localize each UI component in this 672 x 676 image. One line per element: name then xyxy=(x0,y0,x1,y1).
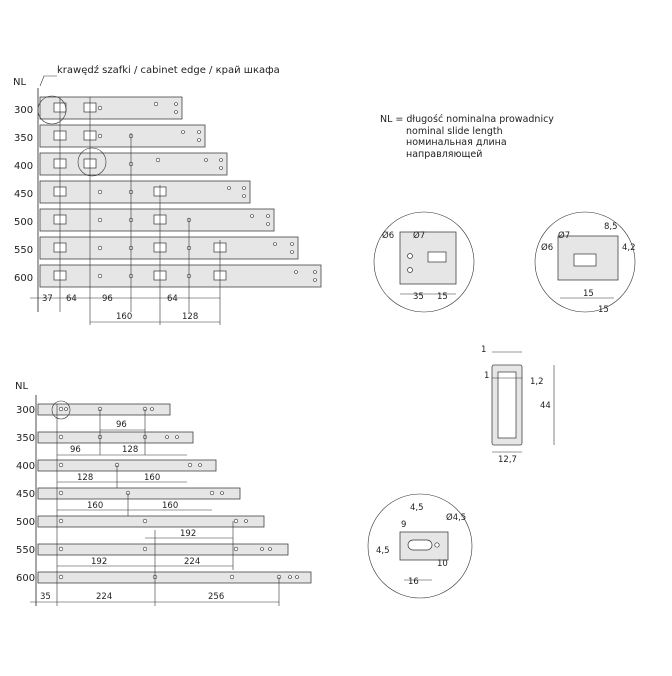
profile-top: 1 xyxy=(481,345,486,355)
profile-side: 1 xyxy=(484,371,489,381)
detail-c-d: 4,5 xyxy=(376,546,390,556)
top-dim-row1: 37 64 96 64 xyxy=(30,294,220,304)
edge-leader xyxy=(39,75,57,87)
detail-b-w1: 15 xyxy=(583,289,594,299)
detail-c-a: 4,5 xyxy=(410,503,424,513)
top-rail-400 xyxy=(39,152,228,176)
detail-a-w1: 35 xyxy=(413,292,424,302)
detail-a: Ø6 Ø7 35 15 xyxy=(373,211,475,313)
top-highlight-circle-400 xyxy=(77,147,107,177)
detail-c-b: Ø4,5 xyxy=(446,512,466,523)
top-extension-lines xyxy=(59,97,221,325)
dim-37: 37 xyxy=(42,294,53,304)
bottom-dim-450-b: 160 xyxy=(162,501,178,511)
detail-b-d1: Ø7 xyxy=(558,230,570,241)
bottom-dim-300: 96 xyxy=(116,420,127,430)
detail-b-w2: 15 xyxy=(598,305,609,315)
bottom-row-500: 500 xyxy=(16,517,35,528)
bottom-extension-lines xyxy=(56,404,280,606)
bottom-dim-600-b: 224 xyxy=(96,592,112,602)
top-slide-diagram: krawędź szafki / cabinet edge / край шка… xyxy=(13,64,322,325)
dim-96: 96 xyxy=(102,294,113,304)
cabinet-edge-label: krawędź szafki / cabinet edge / край шка… xyxy=(57,64,280,76)
profile-small: 1,2 xyxy=(530,377,544,387)
bottom-dim-lines xyxy=(30,429,279,603)
top-row-450: 450 xyxy=(14,189,33,200)
top-row-300: 300 xyxy=(14,105,33,116)
bottom-nl-label: NL xyxy=(15,381,28,392)
detail-b-d2: Ø6 xyxy=(541,242,553,253)
detail-a-d1: Ø6 xyxy=(382,230,394,241)
bottom-slide-diagram: NL 300 350 400 450 500 550 600 xyxy=(15,381,312,606)
bottom-highlight-circle xyxy=(51,400,71,420)
top-small-holes xyxy=(97,101,317,282)
detail-a-d2: Ø7 xyxy=(413,230,425,241)
dim-160: 160 xyxy=(116,312,132,322)
detail-b-v: 4,2 xyxy=(622,243,636,253)
detail-b-h: 8,5 xyxy=(604,222,618,232)
top-row-600: 600 xyxy=(14,273,33,284)
dim-64-a: 64 xyxy=(66,294,77,304)
detail-b: Ø7 Ø6 8,5 4,2 15 15 xyxy=(534,211,636,315)
bottom-dim-550-a: 192 xyxy=(91,557,107,567)
top-rail-350 xyxy=(39,124,206,148)
bottom-rail-600 xyxy=(37,571,312,584)
detail-c-e: 10 xyxy=(437,559,448,569)
top-nl-label: NL xyxy=(13,77,26,88)
bottom-row-600: 600 xyxy=(16,573,35,584)
bottom-row-350: 350 xyxy=(16,433,35,444)
bottom-dim-450-a: 160 xyxy=(87,501,103,511)
bottom-dim-350-b: 128 xyxy=(122,445,138,455)
bottom-rail-450 xyxy=(37,487,241,500)
legend-line-1: NL = długość nominalna prowadnicy xyxy=(380,114,554,125)
top-highlight-circle-300 xyxy=(37,95,67,125)
bottom-dim-350-a: 96 xyxy=(70,445,81,455)
bottom-row-300: 300 xyxy=(16,405,35,416)
legend-line-4: направляющей xyxy=(406,148,483,160)
bottom-rail-550 xyxy=(37,543,289,556)
bottom-row-450: 450 xyxy=(16,489,35,500)
detail-c-c: 9 xyxy=(401,520,406,530)
bottom-holes xyxy=(58,406,299,580)
top-rail-300 xyxy=(39,96,183,120)
legend-line-3: номинальная длина xyxy=(406,137,507,148)
nl-legend: NL = długość nominalna prowadnicy nomina… xyxy=(380,114,554,160)
top-rail-600 xyxy=(39,264,322,288)
bottom-row-550: 550 xyxy=(16,545,35,556)
bottom-dim-600-c: 256 xyxy=(208,592,224,602)
detail-a-w2: 15 xyxy=(437,292,448,302)
top-row-350: 350 xyxy=(14,133,33,144)
top-dim-row2: 160 128 xyxy=(90,312,220,323)
top-rail-550 xyxy=(39,236,299,260)
bottom-rail-350 xyxy=(37,431,194,444)
bottom-rail-500 xyxy=(37,515,265,528)
profile-height: 44 xyxy=(540,401,551,411)
legend-line-2: nominal slide length xyxy=(406,125,503,137)
bottom-rail-400 xyxy=(37,459,217,472)
dim-64-b: 64 xyxy=(167,294,178,304)
bottom-dim-500: 192 xyxy=(180,529,196,539)
bottom-row-400: 400 xyxy=(16,461,35,472)
top-row-550: 550 xyxy=(14,245,33,256)
bottom-rail-300 xyxy=(37,403,171,416)
top-row-500: 500 xyxy=(14,217,33,228)
slide-profile: 1 1 1,2 44 12,7 xyxy=(481,345,555,465)
top-rail-450 xyxy=(39,180,251,204)
bottom-dim-400-b: 160 xyxy=(144,473,160,483)
bottom-dim-550-b: 224 xyxy=(184,557,200,567)
dim-128: 128 xyxy=(182,312,198,322)
top-row-400: 400 xyxy=(14,161,33,172)
detail-c: 4,5 Ø4,5 9 4,5 10 16 xyxy=(367,493,473,599)
bottom-dim-400-a: 128 xyxy=(77,473,93,483)
profile-width: 12,7 xyxy=(498,455,517,465)
detail-c-f: 16 xyxy=(408,577,419,587)
bottom-dim-600-a: 35 xyxy=(40,592,51,602)
